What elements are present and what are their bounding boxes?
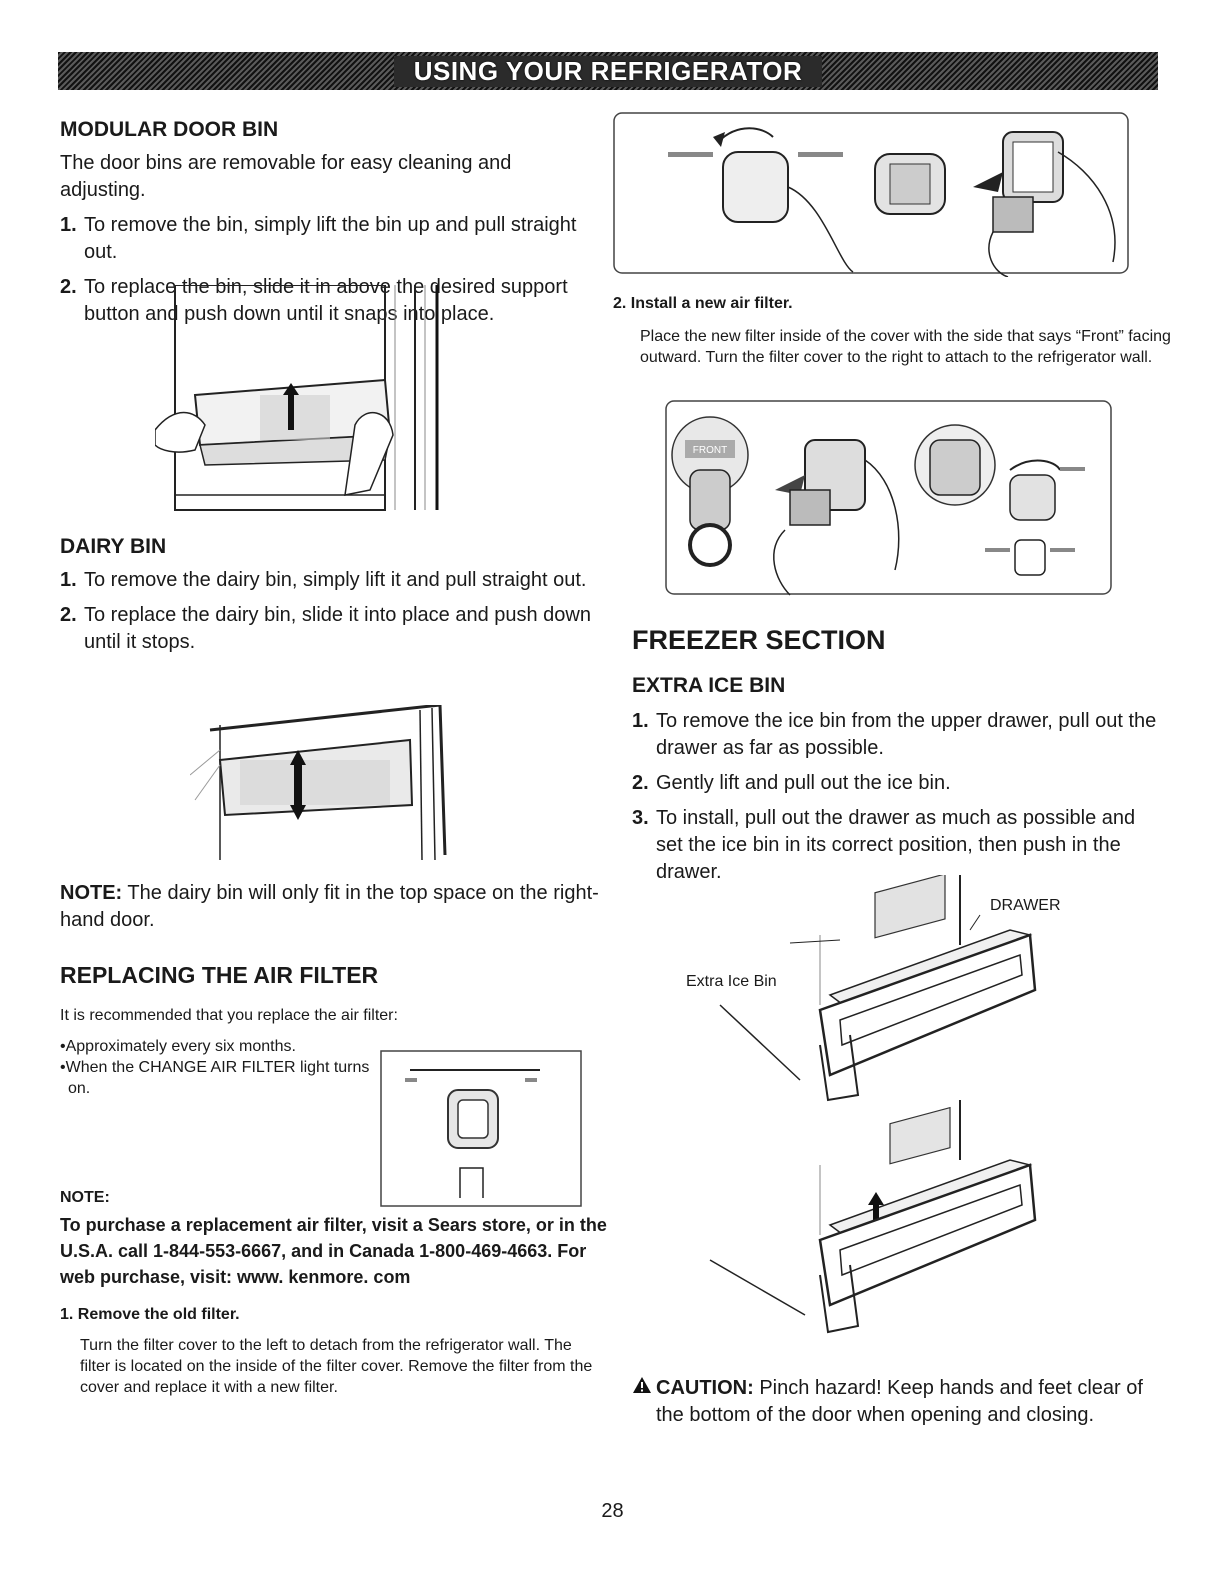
list-item: 3.To install, pull out the drawer as muc… [632,807,1136,883]
list-item: 1.To remove the bin, simply lift the bin… [60,214,577,263]
air-filter-note: NOTE: To purchase a replacement air filt… [60,1187,620,1398]
list-item: 2.To replace the dairy bin, slide it int… [60,604,591,653]
dairy-steps: 1.To remove the dairy bin, simply lift i… [60,567,600,656]
air-filter-bullets: •Approximately every six months. •When t… [60,1036,370,1099]
filter-panel-illustration [380,1050,585,1210]
air-filter-heading: REPLACING THE AIR FILTER [60,962,379,988]
list-item: 2.Gently lift and pull out the ice bin. [632,772,951,794]
drawer-illustration-bottom [680,1100,1080,1345]
freezer-heading: FREEZER SECTION [632,625,886,655]
warning-triangle-icon [632,1375,652,1429]
install-filter-text: 2. Install a new air filter. Place the n… [613,293,1173,368]
extra-ice-bin-label: Extra Ice Bin [686,973,777,990]
left-column: MODULAR DOOR BIN The door bins are remov… [60,118,600,336]
air-filter-section: REPLACING THE AIR FILTER It is recommend… [60,962,620,1099]
dairy-bin-heading: DAIRY BIN [60,535,167,558]
dairy-note-label: NOTE: [60,882,123,904]
dairy-note-text: The dairy bin will only fit in the top s… [60,882,599,931]
list-item: 1.To remove the dairy bin, simply lift i… [60,569,587,591]
page-header-title: USING YOUR REFRIGERATOR [393,55,823,87]
air-filter-note-label: NOTE: [60,1189,110,1206]
drawer-illustration-top [680,875,1080,1115]
dairy-bin-illustration [190,705,460,865]
page-number: 28 [601,1500,624,1522]
caution-block: CAUTION: Pinch hazard! Keep hands and fe… [632,1375,1152,1429]
page-header: USING YOUR REFRIGERATOR [58,52,1158,90]
air-filter-note-text: To purchase a replacement air filter, vi… [60,1215,607,1287]
air-filter-step1-text: Turn the filter cover to the left to det… [80,1337,593,1396]
freezer-steps: 1.To remove the ice bin from the upper d… [632,708,1162,886]
install-filter-illustration: FRONT [665,400,1115,598]
dairy-section: DAIRY BIN 1.To remove the dairy bin, sim… [60,535,600,664]
modular-steps: 1.To remove the bin, simply lift the bin… [60,212,600,328]
list-item: 1.To remove the ice bin from the upper d… [632,710,1157,759]
front-label: FRONT [693,445,727,456]
air-filter-intro: It is recommended that you replace the a… [60,1007,398,1024]
caution-text: Pinch hazard! Keep hands and feet clear … [656,1377,1143,1426]
list-item: •When the CHANGE AIR FILTER light turns … [60,1059,370,1097]
air-filter-step2-title: 2. Install a new air filter. [613,295,793,312]
air-filter-step2-text: Place the new filter inside of the cover… [640,328,1171,366]
list-item: •Approximately every six months. [60,1038,296,1055]
air-filter-step1-title: 1. Remove the old filter. [60,1306,240,1323]
list-item: 2.To replace the bin, slide it in above … [60,276,568,325]
modular-intro: The door bins are removable for easy cle… [60,152,512,201]
freezer-section: FREEZER SECTION EXTRA ICE BIN 1.To remov… [632,625,1162,894]
drawer-label: DRAWER [990,897,1061,914]
caution-label: CAUTION: [656,1377,754,1399]
modular-door-bin-heading: MODULAR DOOR BIN [60,118,279,141]
remove-filter-illustration [613,112,1131,277]
modular-bin-illustration [155,285,455,515]
dairy-note: NOTE: The dairy bin will only fit in the… [60,880,600,934]
extra-ice-bin-heading: EXTRA ICE BIN [632,674,786,697]
